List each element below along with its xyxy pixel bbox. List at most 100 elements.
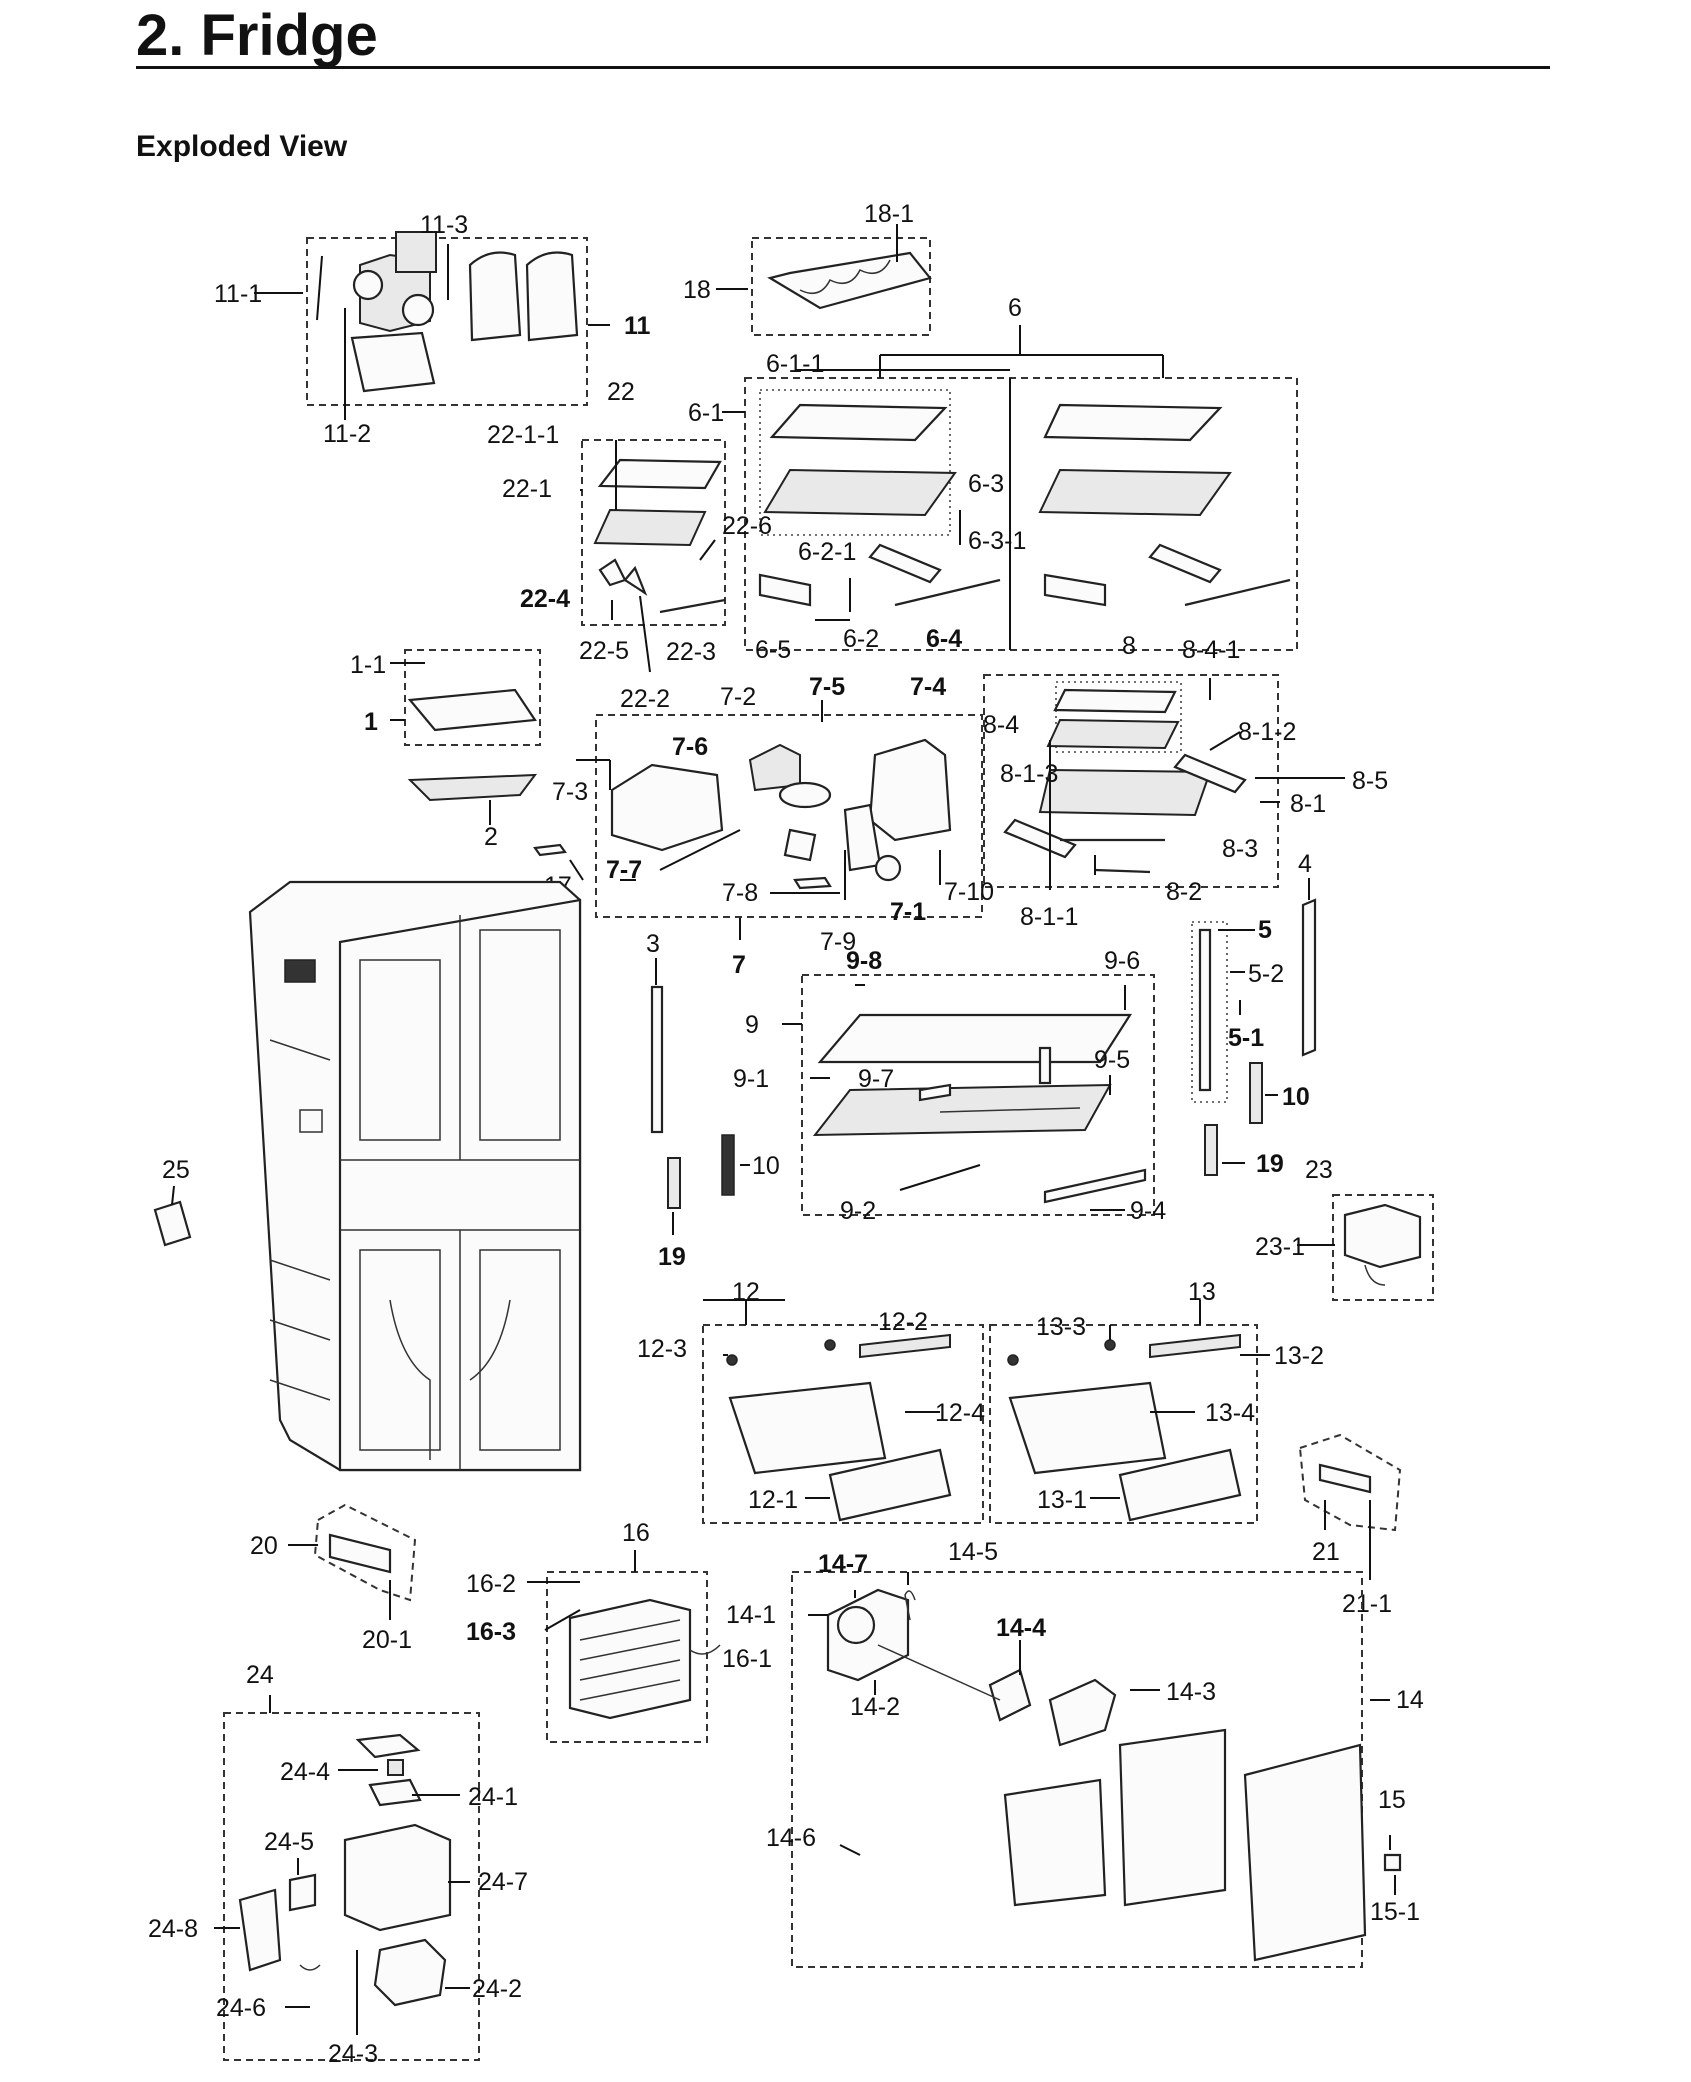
ice-maker-group: 11-1 11-3 11 11-2 xyxy=(214,211,651,448)
label-7-4: 7-4 xyxy=(910,673,946,701)
label-25: 25 xyxy=(162,1156,190,1184)
label-9-1: 9-1 xyxy=(733,1065,769,1093)
label-3: 3 xyxy=(646,930,660,958)
shelf-8-group: 8 8-4-1 8-4 8-1-2 8-1-3 8-5 8-1 8-3 8-2 … xyxy=(983,632,1388,931)
label-4: 4 xyxy=(1298,850,1312,878)
drawer-13-group: 13 13-3 13-2 13-4 13-1 xyxy=(989,1278,1324,1524)
label-22-5: 22-5 xyxy=(579,637,629,665)
label-14-1: 14-1 xyxy=(726,1601,776,1629)
shelf-6-group: 6 6-1-1 6-1 6-3 6-3-1 6-2-1 6-5 6-2 6-4 xyxy=(688,294,1298,664)
label-14-5: 14-5 xyxy=(948,1538,998,1566)
label-13-1: 13-1 xyxy=(1037,1486,1087,1514)
label-24-2: 24-2 xyxy=(472,1975,522,2003)
label-14-4: 14-4 xyxy=(996,1614,1046,1642)
label-13-3: 13-3 xyxy=(1036,1313,1086,1341)
part-25: 25 xyxy=(153,1156,192,1247)
evaporator-16-group: 16 16-2 16-3 16-1 xyxy=(466,1519,772,1743)
part-20-group: 20 20-1 xyxy=(250,1503,417,1654)
label-2: 2 xyxy=(484,823,498,851)
label-7-5: 7-5 xyxy=(809,673,845,701)
cover-1-group: 1-1 1 2 17 xyxy=(350,649,584,900)
label-12-1: 12-1 xyxy=(748,1486,798,1514)
label-10-right: 10 xyxy=(1282,1083,1310,1111)
label-11-3: 11-3 xyxy=(420,211,468,239)
label-12-3: 12-3 xyxy=(637,1335,687,1363)
label-11-2: 11-2 xyxy=(323,420,371,448)
label-13: 13 xyxy=(1188,1278,1216,1306)
label-21: 21 xyxy=(1312,1538,1340,1566)
label-6-3: 6-3 xyxy=(968,470,1004,498)
label-18: 18 xyxy=(683,276,711,304)
label-9: 9 xyxy=(745,1011,759,1039)
label-9-5: 9-5 xyxy=(1094,1046,1130,1074)
label-23: 23 xyxy=(1305,1156,1333,1184)
rail-4-5-group: 4 5 5-2 5-1 10 19 xyxy=(1191,850,1317,1178)
label-12: 12 xyxy=(732,1278,760,1306)
label-9-4: 9-4 xyxy=(1130,1197,1166,1225)
label-7-8: 7-8 xyxy=(722,879,758,907)
label-23-1: 23-1 xyxy=(1255,1233,1305,1261)
label-11: 11 xyxy=(624,312,651,340)
label-14-7: 14-7 xyxy=(818,1550,868,1578)
label-19-middle: 19 xyxy=(658,1243,686,1271)
label-7-10: 7-10 xyxy=(944,878,994,906)
label-9-7: 9-7 xyxy=(858,1065,894,1093)
label-7-3: 7-3 xyxy=(552,778,588,806)
label-24: 24 xyxy=(246,1661,274,1689)
label-7-6: 7-6 xyxy=(672,733,708,761)
label-7-1: 7-1 xyxy=(890,898,926,926)
shelf-22-group: 22 22-1-1 22-1 22-6 22-4 22-5 22-3 22-2 xyxy=(487,378,772,713)
label-8-4: 8-4 xyxy=(983,711,1019,739)
label-15-1: 15-1 xyxy=(1370,1898,1420,1926)
label-1-1: 1-1 xyxy=(350,651,386,679)
label-6: 6 xyxy=(1008,294,1022,322)
label-22-2: 22-2 xyxy=(620,685,670,713)
label-12-2: 12-2 xyxy=(878,1308,928,1336)
label-6-5: 6-5 xyxy=(755,636,791,664)
label-13-4: 13-4 xyxy=(1205,1399,1255,1427)
label-22-1-1: 22-1-1 xyxy=(487,421,559,449)
label-16: 16 xyxy=(622,1519,650,1547)
label-6-2-1: 6-2-1 xyxy=(798,538,856,566)
label-10-middle: 10 xyxy=(752,1152,780,1180)
label-22-6: 22-6 xyxy=(722,512,772,540)
label-6-2: 6-2 xyxy=(843,625,879,653)
label-8: 8 xyxy=(1122,632,1136,660)
label-19-right: 19 xyxy=(1256,1150,1284,1178)
label-15: 15 xyxy=(1378,1786,1406,1814)
part-21-group: 21 21-1 xyxy=(1298,1433,1402,1618)
label-24-4: 24-4 xyxy=(280,1758,330,1786)
label-20: 20 xyxy=(250,1532,278,1560)
label-8-5: 8-5 xyxy=(1352,767,1388,795)
section-title: Exploded View xyxy=(136,130,348,163)
label-8-4-1: 8-4-1 xyxy=(1182,636,1240,664)
label-6-1-1: 6-1-1 xyxy=(766,350,824,378)
label-22: 22 xyxy=(607,378,635,406)
ice-bucket-24-group: 24 24-4 24-1 24-5 24-7 24-8 24-6 24-2 24… xyxy=(148,1661,528,2068)
label-7-2: 7-2 xyxy=(720,683,756,711)
label-14-2: 14-2 xyxy=(850,1693,900,1721)
label-1: 1 xyxy=(364,708,378,736)
part-23-group: 23 23-1 xyxy=(1255,1156,1434,1301)
label-22-4: 22-4 xyxy=(520,585,570,613)
label-7: 7 xyxy=(732,951,746,979)
label-14-3: 14-3 xyxy=(1166,1678,1216,1706)
label-8-1-2: 8-1-2 xyxy=(1238,718,1296,746)
label-5-2: 5-2 xyxy=(1248,960,1284,988)
drawer-12-group: 12 12-2 12-3 12-4 12-1 xyxy=(637,1278,985,1524)
label-5: 5 xyxy=(1258,916,1272,944)
shelf-9-group: 9-8 9-6 9 9-5 9-1 9-7 9-2 9-4 xyxy=(733,947,1166,1225)
bin-18-group: 18-1 18 xyxy=(683,200,932,336)
label-14-6: 14-6 xyxy=(766,1824,816,1852)
label-24-7: 24-7 xyxy=(478,1868,528,1896)
page-title: 2. Fridge xyxy=(136,3,378,68)
rail-3-group: 3 10 19 xyxy=(646,930,780,1271)
label-12-4: 12-4 xyxy=(935,1399,985,1427)
label-8-1-1: 8-1-1 xyxy=(1020,903,1078,931)
label-24-5: 24-5 xyxy=(264,1828,314,1856)
fridge-cabinet xyxy=(248,880,582,1472)
label-9-8: 9-8 xyxy=(846,947,882,975)
label-16-2: 16-2 xyxy=(466,1570,516,1598)
label-24-8: 24-8 xyxy=(148,1915,198,1943)
label-7-7: 7-7 xyxy=(606,856,642,884)
